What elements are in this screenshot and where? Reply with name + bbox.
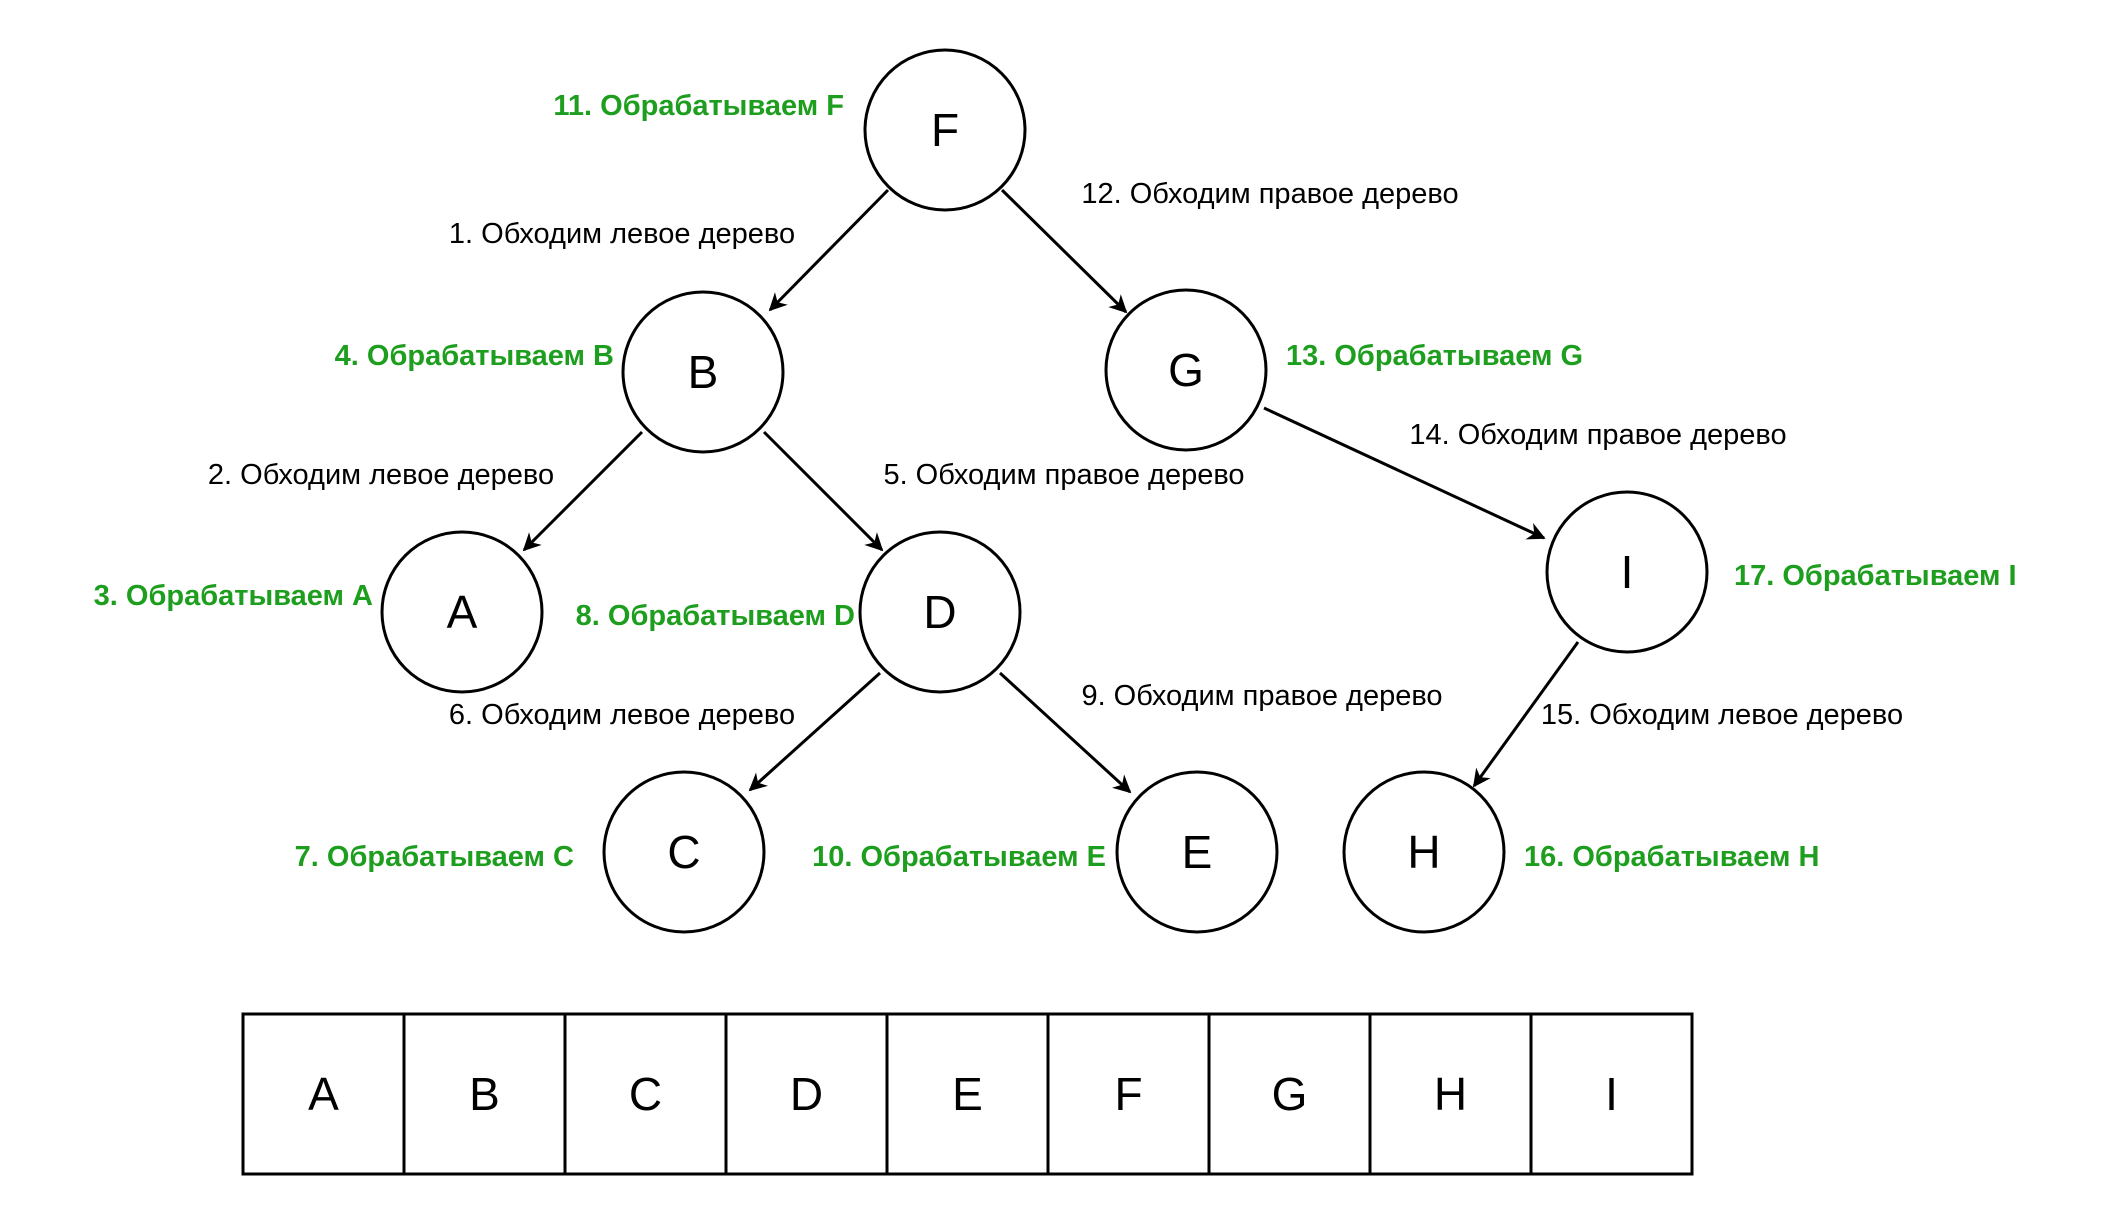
result-cell-box (241, 1012, 406, 1176)
edge-label-d-e: 9. Обходим правое дерево (1081, 680, 1442, 712)
edge-d-c (748, 671, 882, 792)
node-i-circle (1545, 490, 1709, 654)
result-cell-box (1368, 1012, 1533, 1176)
node-b-circle (621, 290, 785, 454)
edge-f-b (768, 188, 890, 312)
result-cell-label: H (1434, 1068, 1467, 1120)
result-cell-box (885, 1012, 1050, 1176)
process-label-i: 17. Обрабатываем I (1734, 560, 2017, 592)
node-c-circle (602, 770, 766, 934)
edge-label-b-d: 5. Обходим правое дерево (883, 459, 1244, 491)
edge-label-g-i: 14. Обходим правое дерево (1409, 419, 1786, 451)
result-cell-box (402, 1012, 567, 1176)
node-e-circle (1115, 770, 1279, 934)
node-f-circle (863, 48, 1027, 212)
edge-g-i (1263, 406, 1546, 540)
process-label-b: 4. Обрабатываем B (335, 340, 614, 372)
process-label-h: 16. Обрабатываем H (1524, 841, 1819, 873)
node-d: D (858, 530, 1022, 694)
node-g-circle (1104, 288, 1268, 452)
node-b: B (621, 290, 785, 454)
edge-i-h (1472, 641, 1580, 788)
node-f-label: F (931, 104, 959, 156)
result-cell: F (1046, 1012, 1211, 1176)
result-cell: D (724, 1012, 889, 1176)
node-d-circle (858, 530, 1022, 694)
edge-d-e (998, 671, 1132, 794)
node-f: F (863, 48, 1027, 212)
process-label-a: 3. Обрабатываем A (94, 580, 373, 612)
node-i-label: I (1621, 546, 1634, 598)
result-cell-box (724, 1012, 889, 1176)
result-cell-label: E (952, 1068, 983, 1120)
node-d-label: D (923, 586, 956, 638)
result-cell-box (1529, 1012, 1694, 1176)
node-e: E (1115, 770, 1279, 934)
result-cell-label: I (1605, 1068, 1618, 1120)
edge-labels: 1. Обходим левое дерево 12. Обходим прав… (208, 178, 1903, 731)
node-h-circle (1342, 770, 1506, 934)
edge-label-f-g: 12. Обходим правое дерево (1081, 178, 1458, 210)
node-h-label: H (1407, 826, 1440, 878)
edge-label-i-h: 15. Обходим левое дерево (1541, 699, 1903, 731)
result-cell: G (1207, 1012, 1372, 1176)
node-a: A (380, 530, 544, 694)
result-cell-label: A (308, 1068, 339, 1120)
node-g-label: G (1168, 344, 1204, 396)
edges (522, 188, 1580, 794)
node-c-label: C (667, 826, 700, 878)
edge-label-d-c: 6. Обходим левое дерево (449, 699, 795, 731)
node-c: C (602, 770, 766, 934)
result-cell-label: D (790, 1068, 823, 1120)
node-h: H (1342, 770, 1506, 934)
result-cell: B (402, 1012, 567, 1176)
edge-label-b-a: 2. Обходим левое дерево (208, 459, 554, 491)
result-cell: C (563, 1012, 728, 1176)
result-cell-box (1207, 1012, 1372, 1176)
result-cell: H (1368, 1012, 1533, 1176)
result-cell: A (241, 1012, 406, 1176)
node-g: G (1104, 288, 1268, 452)
result-cell-label: B (469, 1068, 500, 1120)
process-label-e: 10. Обрабатываем E (812, 841, 1106, 873)
node-i: I (1545, 490, 1709, 654)
result-cell-label: C (629, 1068, 662, 1120)
process-labels: 11. Обрабатываем F 4. Обрабатываем B 3. … (94, 90, 2017, 873)
result-cell-label: G (1272, 1068, 1308, 1120)
process-label-d: 8. Обрабатываем D (576, 600, 855, 632)
result-cell-label: F (1114, 1068, 1142, 1120)
node-e-label: E (1182, 826, 1213, 878)
result-cell: I (1529, 1012, 1694, 1176)
edge-f-g (1000, 188, 1128, 314)
result-cell: E (885, 1012, 1050, 1176)
result-cell-box (1046, 1012, 1211, 1176)
node-a-circle (380, 530, 544, 694)
edge-label-f-b: 1. Обходим левое дерево (449, 218, 795, 250)
node-b-label: B (688, 346, 719, 398)
edge-b-a (522, 430, 644, 552)
process-label-c: 7. Обрабатываем C (295, 841, 574, 873)
result-array: A B C D E F G H I (241, 1012, 1694, 1176)
process-label-g: 13. Обрабатываем G (1286, 340, 1583, 372)
process-label-f: 11. Обрабатываем F (553, 90, 844, 122)
edge-b-d (762, 430, 884, 552)
node-a-label: A (447, 586, 478, 638)
